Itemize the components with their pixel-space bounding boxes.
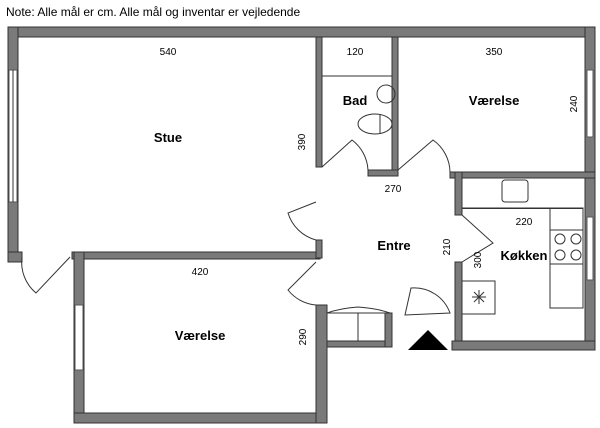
dim-bad-width: 120 (347, 47, 364, 58)
stove-burner-icon (554, 233, 566, 245)
vaerelse-door (397, 139, 451, 173)
doors (21, 139, 494, 341)
room-label-entre: Entre (377, 238, 410, 253)
dim-entre-width: 270 (385, 184, 402, 195)
dim-koekken-depth: 300 (473, 251, 484, 268)
koekken-door (461, 214, 494, 263)
dim-vaerelse-2-width: 420 (192, 267, 209, 278)
fridge-icon (461, 280, 496, 315)
windows (8, 69, 594, 371)
closet (326, 306, 391, 341)
walls (7, 26, 596, 424)
room-label-vaerelse-2: Værelse (175, 328, 226, 343)
vaerelse2-door (287, 261, 317, 306)
dim-entre-depth: 210 (442, 238, 453, 255)
fixtures (322, 75, 584, 315)
counter (549, 207, 584, 309)
window-koekken (586, 216, 594, 281)
dim-vaerelse-2-depth: 290 (298, 328, 309, 345)
note-text: Note: Alle mål er cm. Alle mål og invent… (6, 5, 301, 19)
room-label-koekken: Køkken (501, 248, 548, 263)
room-label-stue: Stue (154, 130, 182, 145)
entrance-arrow-icon (408, 330, 448, 350)
kitchen-sink-icon (501, 179, 529, 203)
front-door (404, 287, 451, 316)
dim-stue-depth: 390 (297, 133, 308, 150)
toilet-icon (357, 113, 393, 135)
room-label-bad: Bad (343, 93, 368, 108)
dim-stue-width: 540 (160, 47, 177, 58)
window-vaerelse (586, 69, 594, 138)
stue-door (287, 201, 317, 241)
bad-door (321, 139, 369, 171)
window-vaerelse-2 (74, 304, 84, 371)
dim-vaerelse-width: 350 (486, 47, 503, 58)
dim-koekken-width: 220 (516, 217, 533, 228)
room-label-vaerelse: Værelse (469, 93, 520, 108)
balcony-door (21, 256, 71, 294)
dim-vaerelse-depth: 240 (569, 95, 580, 112)
sink-icon (376, 84, 396, 104)
